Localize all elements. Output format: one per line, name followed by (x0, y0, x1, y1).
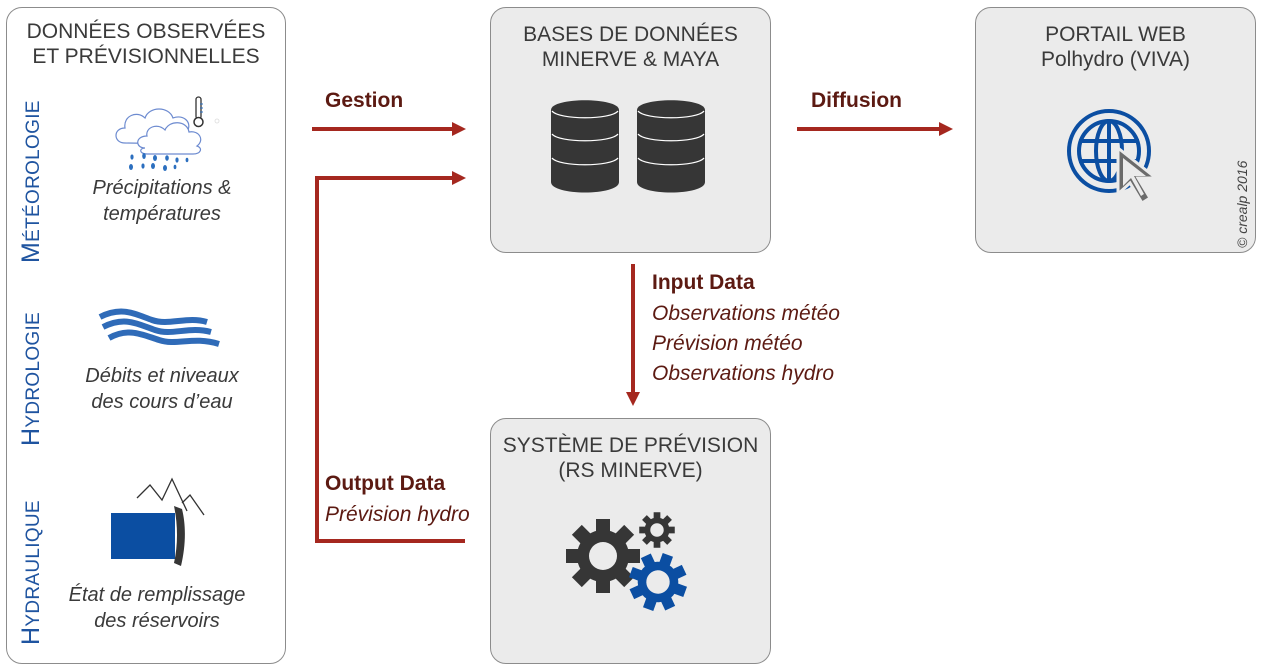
output-data-title: Output Data (325, 472, 446, 495)
copyright-label: © crealp 2016 (1234, 160, 1250, 248)
output-data-item: Prévision hydro (325, 503, 470, 526)
input-data-item: Prévision météo (652, 332, 803, 355)
database-title: BASES DE DONNÉES MINERVE & MAYA (523, 23, 738, 71)
globe-cursor-icon (1067, 109, 1161, 206)
database-icon (551, 100, 705, 193)
gears-icon (566, 512, 695, 619)
database-box: BASES DE DONNÉES MINERVE & MAYA (490, 7, 771, 253)
caption-hydrologie: Débits et niveaux des cours d’eau (85, 365, 239, 413)
gestion-label: Gestion (325, 89, 404, 112)
category-label-hydrologie: HYDROLOGIE (17, 311, 45, 446)
input-data-list: Observations météo Prévision météo Obser… (652, 299, 840, 389)
reservoir-dam-icon (111, 477, 205, 566)
diffusion-arrow (797, 122, 953, 136)
water-waves-icon (98, 308, 220, 347)
portal-title: PORTAIL WEB Polhydro (VIVA) (1041, 23, 1190, 71)
output-data-arrow (315, 171, 466, 543)
category-label-meteorologie: MÉTÉOROLOGIE (17, 100, 45, 263)
cloud-rain-thermometer-icon (115, 96, 220, 171)
sources-box: DONNÉES OBSERVÉES ET PRÉVISIONNELLES MÉT… (6, 7, 286, 664)
gestion-arrow (312, 122, 466, 136)
sources-title: DONNÉES OBSERVÉES ET PRÉVISIONNELLES (26, 20, 266, 68)
portal-box: PORTAIL WEB Polhydro (VIVA) © crealp 201… (975, 7, 1256, 253)
input-data-item: Observations hydro (652, 362, 835, 385)
forecast-box: SYSTÈME DE PRÉVISION (RS MINERVE) (490, 418, 771, 664)
caption-meteorologie: Précipitations & températures (92, 177, 232, 225)
input-data-item: Observations météo (652, 302, 840, 325)
diffusion-label: Diffusion (811, 89, 902, 112)
forecast-title: SYSTÈME DE PRÉVISION (RS MINERVE) (502, 434, 759, 482)
caption-hydraulique: État de remplissage des réservoirs (68, 584, 246, 632)
input-data-arrow (626, 264, 640, 406)
input-data-title: Input Data (652, 271, 755, 294)
